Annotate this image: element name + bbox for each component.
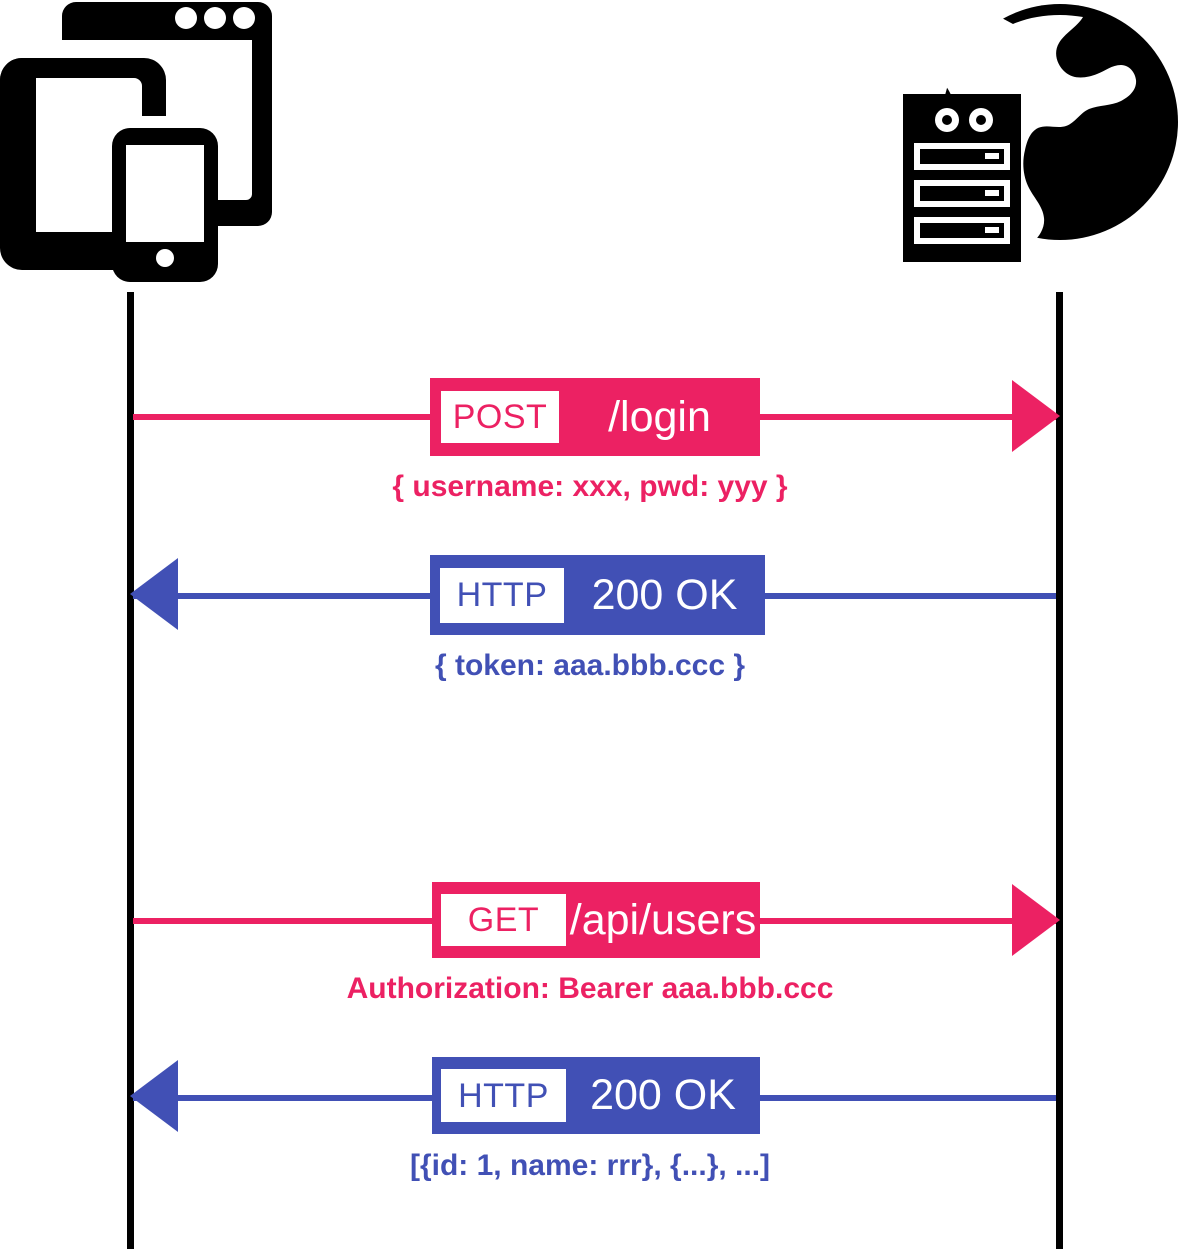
message-header-caption: Authorization: Bearer aaa.bbb.ccc	[346, 972, 834, 1005]
message-payload-caption: [{id: 1, name: rrr}, {...}, ...]	[409, 1149, 771, 1182]
message-bar[interactable]: POST /login	[430, 378, 760, 456]
arrow-head-right-icon	[1012, 884, 1060, 956]
message-users-response[interactable]: HTTP 200 OK [{id: 1, name: rrr}, {...}, …	[0, 1057, 1180, 1182]
message-bar[interactable]: GET /api/users	[432, 882, 760, 958]
http-method-badge: HTTP	[440, 567, 564, 623]
message-users-request[interactable]: GET /api/users Authorization: Bearer aaa…	[0, 882, 1180, 1005]
message-bar[interactable]: HTTP 200 OK	[430, 555, 765, 635]
message-payload-caption: { username: xxx, pwd: yyy }	[392, 470, 788, 503]
message-bar[interactable]: HTTP 200 OK	[432, 1057, 760, 1134]
http-status-label: 200 OK	[591, 570, 738, 619]
server-globe-icon	[885, 0, 1180, 285]
lifeline-client	[127, 292, 134, 1249]
message-login-response[interactable]: HTTP 200 OK { token: aaa.bbb.ccc }	[0, 555, 1180, 682]
http-method-badge: GET	[441, 894, 566, 946]
http-status-label: 200 OK	[590, 1071, 736, 1119]
lifeline-server	[1056, 292, 1063, 1249]
arrow-head-left-icon	[130, 558, 178, 630]
http-path-label: /login	[608, 392, 711, 441]
http-path-label: /api/users	[569, 895, 757, 944]
http-method-badge: POST	[441, 391, 559, 443]
arrow-head-left-icon	[130, 1060, 178, 1132]
http-method-badge: HTTP	[441, 1069, 566, 1122]
arrow-head-right-icon	[1012, 380, 1060, 452]
message-payload-caption: { token: aaa.bbb.ccc }	[434, 649, 746, 682]
devices-icon	[0, 0, 290, 285]
message-login-request[interactable]: POST /login { username: xxx, pwd: yyy }	[0, 378, 1180, 503]
